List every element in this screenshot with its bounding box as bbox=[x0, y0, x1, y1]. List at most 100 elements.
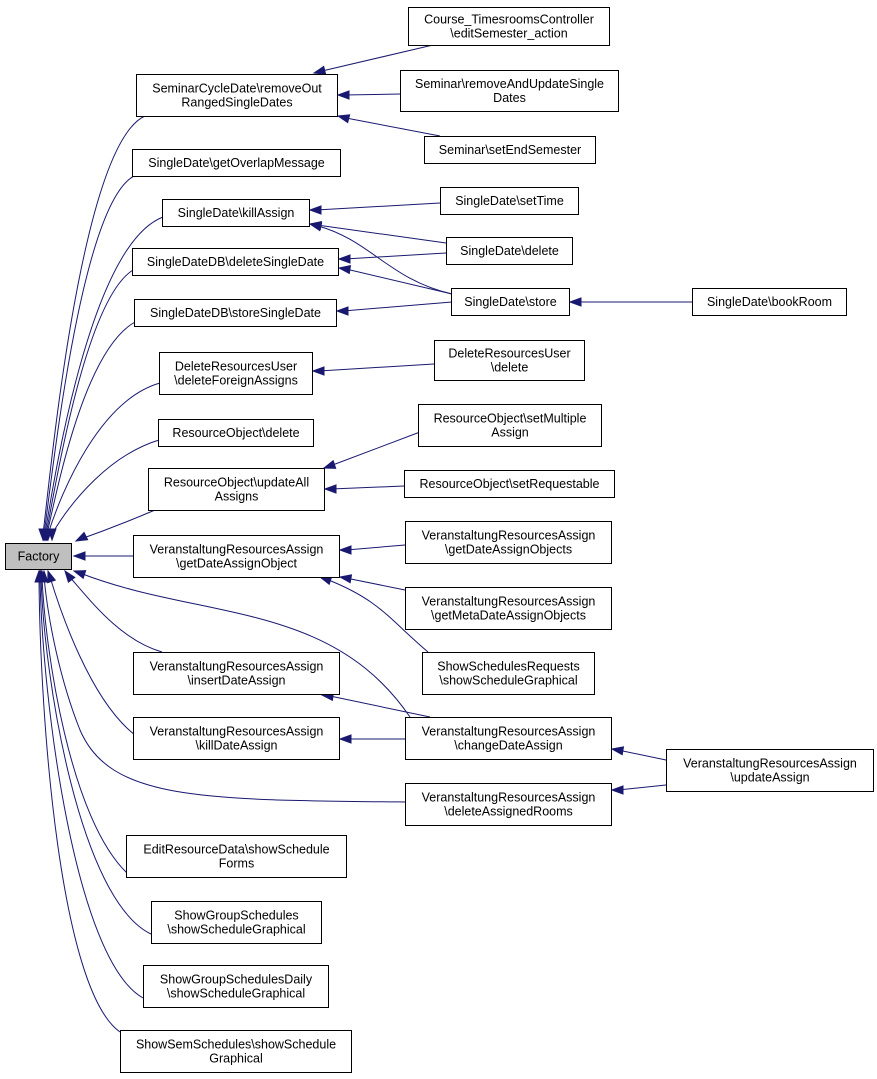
node-dru-deleteforeign[interactable]: DeleteResourcesUser\deleteForeignAssigns bbox=[159, 352, 313, 395]
edge-line bbox=[44, 216, 164, 535]
arrowhead-icon bbox=[323, 484, 337, 494]
edge-sd_getoverlap-to-factory bbox=[39, 175, 135, 542]
node-box[interactable] bbox=[133, 535, 340, 578]
node-sem-setend[interactable]: Seminar\setEndSemester bbox=[424, 136, 596, 164]
node-sd-store[interactable]: SingleDate\store bbox=[451, 288, 570, 316]
node-box[interactable] bbox=[405, 783, 612, 826]
node-ctc-editsemester[interactable]: Course_TimesroomsController\editSemester… bbox=[408, 7, 610, 46]
node-box[interactable] bbox=[446, 237, 573, 265]
node-label: SingleDate\killAssign bbox=[178, 206, 295, 220]
node-box[interactable] bbox=[5, 543, 72, 570]
node-box[interactable] bbox=[120, 1030, 352, 1073]
arrowhead-icon bbox=[610, 746, 625, 756]
node-label: SingleDate\delete bbox=[460, 244, 559, 258]
node-sd-getoverlap[interactable]: SingleDate\getOverlapMessage bbox=[132, 149, 341, 177]
node-sddb-store[interactable]: SingleDateDB\storeSingleDate bbox=[134, 299, 337, 327]
node-label: \showScheduleGraphical bbox=[167, 923, 305, 937]
node-box[interactable] bbox=[434, 340, 585, 381]
arrowhead-icon bbox=[47, 569, 57, 584]
node-vra-getdateassignobjects[interactable]: VeranstaltungResourcesAssign\getDateAssi… bbox=[405, 521, 612, 564]
node-box[interactable] bbox=[133, 717, 340, 760]
node-box[interactable] bbox=[134, 299, 337, 327]
node-label: EditResourceData\showSchedule bbox=[143, 843, 329, 857]
node-ro-setrequestable[interactable]: ResourceObject\setRequestable bbox=[404, 470, 615, 498]
node-label: \deleteForeignAssigns bbox=[174, 374, 298, 388]
node-sd-delete[interactable]: SingleDate\delete bbox=[446, 237, 573, 265]
node-box[interactable] bbox=[418, 404, 602, 447]
arrowhead-icon bbox=[335, 306, 349, 316]
node-sd-settime[interactable]: SingleDate\setTime bbox=[440, 187, 579, 215]
node-ssr-graphical[interactable]: ShowSchedulesRequests\showScheduleGraphi… bbox=[422, 652, 595, 695]
node-vra-update[interactable]: VeranstaltungResourcesAssign\updateAssig… bbox=[666, 749, 874, 792]
node-box[interactable] bbox=[133, 652, 340, 695]
node-box[interactable] bbox=[126, 835, 347, 878]
edge-ro_updateall-to-factory bbox=[74, 509, 156, 542]
node-vra-getmetadate[interactable]: VeranstaltungResourcesAssign\getMetaDate… bbox=[405, 587, 612, 630]
edge-line bbox=[317, 225, 453, 295]
node-box[interactable] bbox=[400, 70, 619, 112]
edge-sd_store-to-sddb_store bbox=[335, 301, 453, 316]
edge-line bbox=[344, 252, 447, 260]
node-scd-removeout[interactable]: SeminarCycleDate\removeOutRangedSingleDa… bbox=[136, 74, 338, 117]
node-vra-kill[interactable]: VeranstaltungResourcesAssign\killDateAss… bbox=[133, 717, 340, 760]
node-box[interactable] bbox=[132, 248, 339, 276]
edge-ro_delete-to-factory bbox=[47, 439, 160, 542]
node-box[interactable] bbox=[159, 352, 313, 395]
node-box[interactable] bbox=[451, 288, 570, 316]
node-box[interactable] bbox=[405, 521, 612, 564]
node-box[interactable] bbox=[151, 901, 322, 944]
arrowhead-icon bbox=[337, 254, 351, 264]
edge-line bbox=[345, 268, 453, 295]
node-box[interactable] bbox=[422, 652, 595, 695]
node-box[interactable] bbox=[408, 7, 610, 46]
node-box[interactable] bbox=[162, 199, 310, 227]
node-dru-delete[interactable]: DeleteResourcesUser\delete bbox=[434, 340, 585, 381]
node-sddb-delete[interactable]: SingleDateDB\deleteSingleDate bbox=[132, 248, 339, 276]
node-box[interactable] bbox=[405, 717, 612, 760]
node-box[interactable] bbox=[148, 468, 325, 511]
node-label: Forms bbox=[219, 857, 254, 871]
node-box[interactable] bbox=[404, 470, 615, 498]
node-box[interactable] bbox=[405, 587, 612, 630]
node-label: VeranstaltungResourcesAssign bbox=[422, 529, 596, 543]
edge-vra_insert-to-factory bbox=[64, 569, 163, 653]
node-vra-getdateassignobject[interactable]: VeranstaltungResourcesAssign\getDateAssi… bbox=[133, 535, 340, 578]
node-box[interactable] bbox=[143, 965, 329, 1008]
node-label: \updateAssign bbox=[730, 771, 809, 785]
node-factory[interactable]: Factory bbox=[5, 543, 72, 570]
node-vra-deleteassigned[interactable]: VeranstaltungResourcesAssign\deleteAssig… bbox=[405, 783, 612, 826]
node-vra-insert[interactable]: VeranstaltungResourcesAssign\insertDateA… bbox=[133, 652, 340, 695]
node-box[interactable] bbox=[136, 74, 338, 117]
node-sd-bookroom[interactable]: SingleDate\bookRoom bbox=[692, 288, 847, 316]
node-ro-delete[interactable]: ResourceObject\delete bbox=[158, 419, 314, 447]
edge-sd_store-to-sd_killassign bbox=[308, 222, 453, 295]
node-sgs-graphical[interactable]: ShowGroupSchedules\showScheduleGraphical bbox=[151, 901, 322, 944]
arrowhead-icon bbox=[338, 734, 352, 744]
node-sd-killassign[interactable]: SingleDate\killAssign bbox=[162, 199, 310, 227]
node-sgsd-graphical[interactable]: ShowGroupSchedulesDaily\showScheduleGrap… bbox=[143, 965, 329, 1008]
node-label: SingleDateDB\deleteSingleDate bbox=[147, 255, 324, 269]
node-label: Seminar\setEndSemester bbox=[439, 143, 581, 157]
node-label: ShowGroupSchedules bbox=[174, 909, 298, 923]
edge-line bbox=[79, 572, 411, 718]
node-box[interactable] bbox=[158, 419, 314, 447]
node-label: SingleDateDB\storeSingleDate bbox=[150, 306, 321, 320]
node-box[interactable] bbox=[132, 149, 341, 177]
node-box[interactable] bbox=[692, 288, 847, 316]
arrowhead-icon bbox=[610, 785, 624, 795]
node-label: Assign bbox=[491, 426, 529, 440]
node-label: VeranstaltungResourcesAssign bbox=[683, 757, 857, 771]
node-sss-graphical[interactable]: ShowSemSchedules\showScheduleGraphical bbox=[120, 1030, 352, 1073]
node-box[interactable] bbox=[440, 187, 579, 215]
edge-ro_setmultiple-to-ro_updateall bbox=[322, 431, 421, 469]
node-box[interactable] bbox=[666, 749, 874, 792]
edge-sem_setend-to-scd_removeout bbox=[336, 114, 441, 137]
node-box[interactable] bbox=[424, 136, 596, 164]
node-vra-change[interactable]: VeranstaltungResourcesAssign\changeDateA… bbox=[405, 717, 612, 760]
edge-vra_change-to-factory bbox=[72, 570, 411, 718]
node-label: \delete bbox=[491, 361, 529, 375]
